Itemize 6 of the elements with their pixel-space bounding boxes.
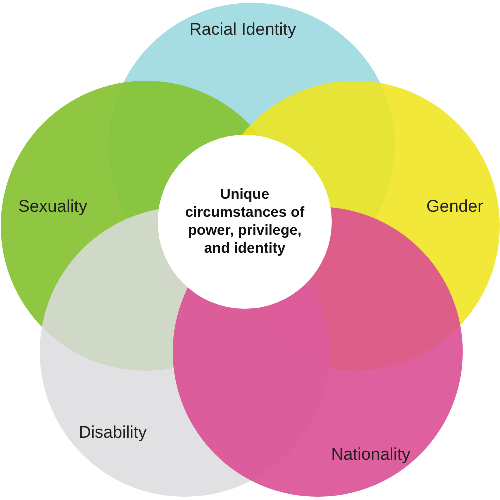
circle-label: Nationality xyxy=(331,445,411,465)
circle-label: Disability xyxy=(78,423,148,443)
center-text: Unique circumstances of power, privilege, and identity xyxy=(184,186,306,258)
circle-label: Racial Identity xyxy=(190,20,296,40)
circle-label: Gender xyxy=(426,197,484,217)
circle-label: Sexuality xyxy=(18,197,88,217)
